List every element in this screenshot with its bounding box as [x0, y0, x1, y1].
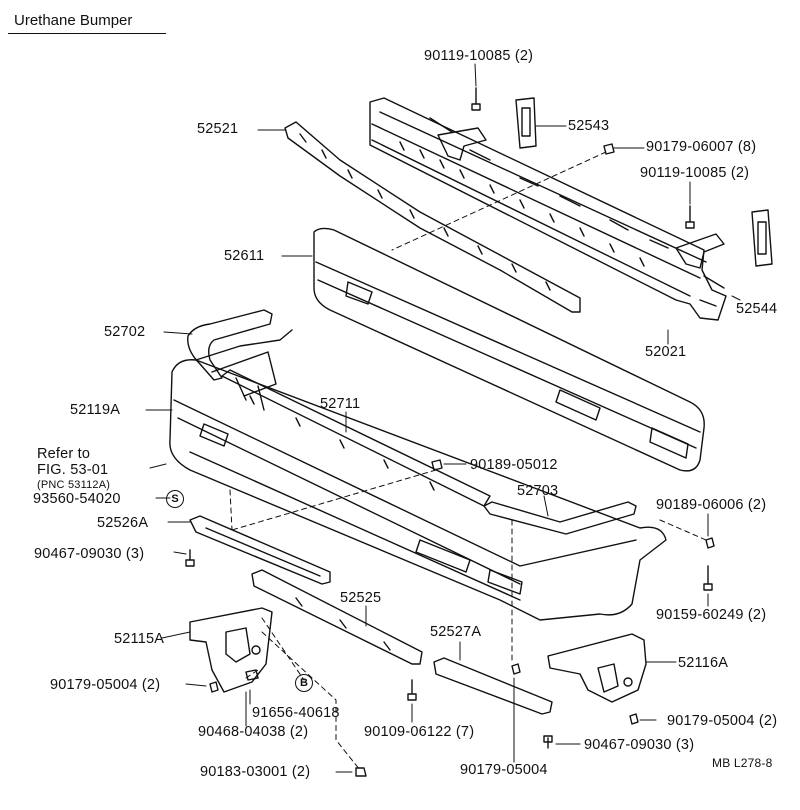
callout-52711: 52711 — [320, 396, 361, 412]
side-bracket-left-drawing — [189, 607, 273, 693]
marker-s: S — [166, 490, 184, 508]
callout-52021: 52021 — [645, 344, 687, 360]
callout-52702: 52702 — [104, 324, 146, 340]
callout-91656-40618: 91656-40618 — [252, 705, 340, 721]
callout-52115a: 52115A — [114, 631, 165, 647]
diagram-title: Urethane Bumper — [14, 12, 133, 29]
callout-90179-05004-bottom: 90179-05004 — [460, 762, 548, 778]
callout-90179-06007: 90179-06007 (8) — [646, 139, 757, 155]
moulding-right-drawing — [483, 501, 637, 535]
spoiler-right-drawing — [433, 657, 553, 715]
bumper-cover-drawing — [169, 329, 667, 621]
callout-90189-05012: 90189-05012 — [470, 457, 558, 473]
callout-52527a: 52527A — [430, 624, 482, 640]
leader-lines — [145, 63, 741, 773]
callout-90468-04038: 90468-04038 (2) — [198, 724, 309, 740]
callout-93560-54020: 93560-54020 — [33, 491, 121, 507]
callout-52611: 52611 — [224, 248, 265, 264]
callout-90109-06122: 90109-06122 (7) — [364, 724, 475, 740]
refer-to-label: Refer to — [37, 446, 91, 462]
callout-52526a: 52526A — [97, 515, 149, 531]
side-bracket-right-drawing — [547, 633, 647, 703]
moulding-left-drawing — [187, 309, 273, 381]
moulding-center-drawing — [221, 369, 491, 507]
callout-52544: 52544 — [736, 301, 778, 317]
clip-plate-drawings — [515, 97, 773, 267]
marker-b: B — [295, 674, 313, 692]
callout-52703: 52703 — [517, 483, 559, 499]
callout-52521: 52521 — [197, 121, 239, 137]
retainer-strip-drawing — [284, 121, 581, 313]
callout-90119-10085-top: 90119-10085 (2) — [424, 48, 534, 64]
callout-52525: 52525 — [340, 590, 382, 606]
callout-90179-05004-left: 90179-05004 (2) — [50, 677, 161, 693]
callout-90179-05004-right: 90179-05004 (2) — [667, 713, 778, 729]
callout-90467-09030-right: 90467-09030 (3) — [584, 737, 695, 753]
title-underline — [8, 33, 166, 34]
reinforcement-beam-drawing — [369, 97, 727, 321]
callout-90159-60249: 90159-60249 (2) — [656, 607, 767, 623]
energy-absorber-drawing — [313, 227, 705, 472]
callout-90189-06006: 90189-06006 (2) — [656, 497, 767, 513]
callout-52116a: 52116A — [678, 655, 729, 671]
callout-90467-09030-left: 90467-09030 (3) — [34, 546, 145, 562]
spoiler-center-drawing — [251, 569, 423, 665]
refer-fig-label: FIG. 53-01 — [37, 462, 109, 478]
callout-52543: 52543 — [568, 118, 610, 134]
callout-90183-03001: 90183-03001 (2) — [200, 764, 311, 780]
spoiler-left-drawing — [189, 515, 331, 585]
figure-code: MB L278-8 — [712, 756, 773, 770]
callout-52119a: 52119A — [70, 402, 121, 418]
callout-90119-10085-right: 90119-10085 (2) — [640, 165, 750, 181]
refer-pnc-label: (PNC 53112A) — [37, 479, 111, 491]
assembly-dash-lines — [229, 151, 707, 771]
fastener-drawings — [185, 87, 715, 777]
